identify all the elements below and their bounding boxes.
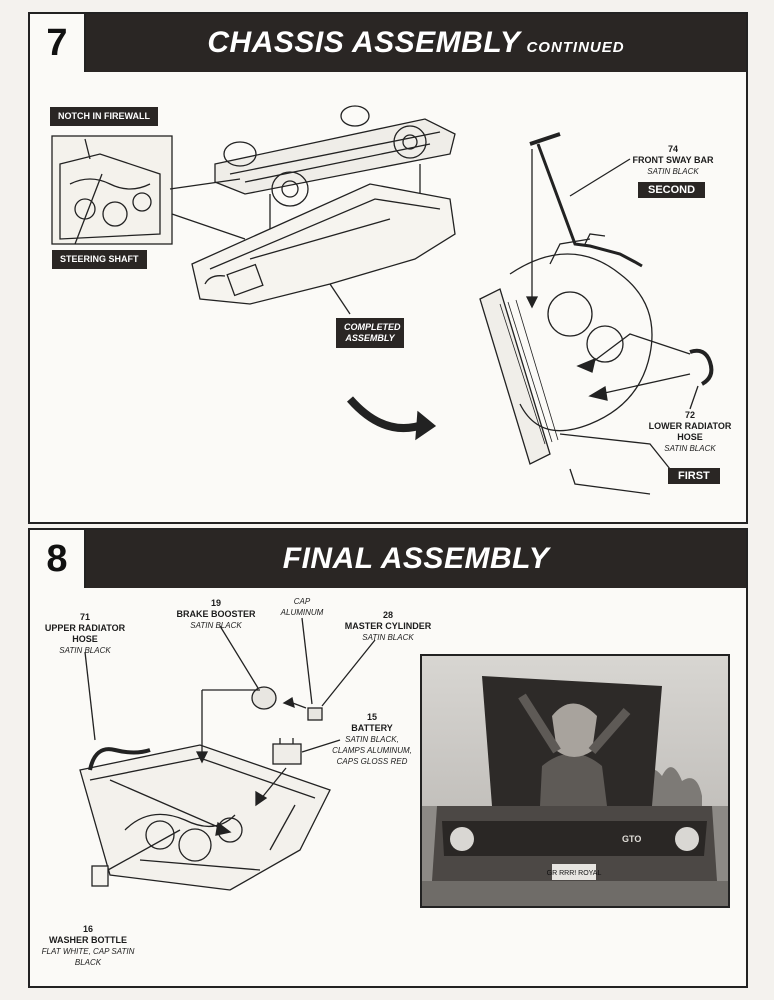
part-15-label: 15 BATTERY SATIN BLACK, CLAMPS ALUMINUM,… xyxy=(332,712,412,766)
part-74-label: 74 FRONT SWAY BAR SATIN BLACK xyxy=(632,144,714,176)
chassis-illustration xyxy=(51,105,714,495)
step-8-panel: 8 FINAL ASSEMBLY xyxy=(28,528,748,988)
step-7-panel: 7 CHASSIS ASSEMBLY CONTINUED xyxy=(28,12,748,524)
part-16-label: 16 WASHER BOTTLE FLAT WHITE, CAP SATIN B… xyxy=(41,924,135,967)
step-7-header: 7 CHASSIS ASSEMBLY CONTINUED xyxy=(30,14,746,72)
firewall-inset xyxy=(51,135,173,245)
step-title: FINAL ASSEMBLY xyxy=(86,530,746,588)
step-title-suffix: CONTINUED xyxy=(526,39,625,56)
part-72-label: 72 LOWER RADIATOR HOSE SATIN BLACK xyxy=(648,410,732,453)
step-number: 8 xyxy=(30,530,86,588)
license-plate-text: GR RRR! ROYAL xyxy=(547,870,602,877)
notch-in-firewall-callout: NOTCH IN FIREWALL xyxy=(50,107,158,126)
part-28-label: 28 MASTER CYLINDER SATIN BLACK xyxy=(344,610,432,642)
steering-shaft-callout: STEERING SHAFT xyxy=(52,250,147,269)
engine-bay-illustration xyxy=(79,617,376,891)
step-number: 7 xyxy=(30,14,86,72)
step-title-text: CHASSIS ASSEMBLY xyxy=(207,26,521,59)
gto-badge: GTO xyxy=(622,834,641,844)
order-second-badge: SECOND xyxy=(638,182,706,198)
cap-aluminum-label: CAP ALUMINUM xyxy=(280,597,324,617)
photo-rendering: GR RRR! ROYAL GTO xyxy=(422,656,728,906)
step-8-header: 8 FINAL ASSEMBLY xyxy=(30,530,746,588)
step-title: CHASSIS ASSEMBLY CONTINUED xyxy=(86,14,746,72)
tiger-gto-photo: GR RRR! ROYAL GTO xyxy=(420,654,730,908)
part-19-label: 19 BRAKE BOOSTER SATIN BLACK xyxy=(176,598,256,630)
step-title-text: FINAL ASSEMBLY xyxy=(282,542,550,575)
part-71-label: 71 UPPER RADIATOR HOSE SATIN BLACK xyxy=(44,612,126,655)
order-first-badge: FIRST xyxy=(668,468,720,484)
completed-assembly-callout: COMPLETED ASSEMBLY xyxy=(336,318,404,348)
